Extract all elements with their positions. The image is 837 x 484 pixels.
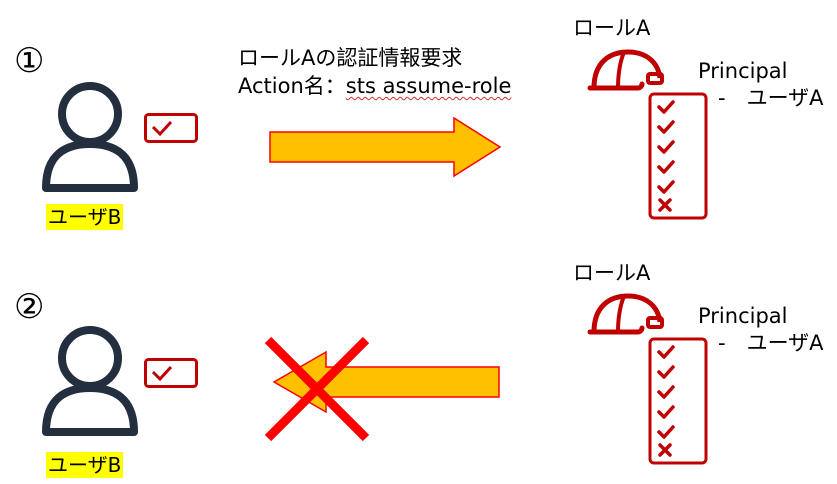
user-icon — [42, 82, 138, 192]
principal-block: Principal - ユーザA — [698, 303, 824, 357]
principal-title: Principal — [698, 304, 788, 328]
user-icon — [42, 326, 138, 436]
checklist-icon — [648, 337, 708, 465]
principal-block: Principal - ユーザA — [698, 58, 824, 112]
hard-hat-icon — [587, 49, 664, 91]
request-text: ロールAの認証情報要求 Action名：sts assume-role — [238, 44, 511, 100]
denied-cross-icon — [264, 336, 370, 442]
request-line-1: ロールAの認証情報要求 — [238, 46, 463, 70]
request-line-2: Action名：sts assume-role — [238, 72, 511, 100]
principal-title: Principal — [698, 59, 788, 83]
principal-entry: - ユーザA — [718, 86, 824, 110]
principal-entry: - ユーザA — [718, 331, 824, 355]
scenario-2-number: ② — [14, 287, 45, 327]
right-arrow — [269, 116, 502, 178]
user-b-label: ユーザB — [46, 452, 124, 478]
action-name: sts assume-role — [345, 74, 512, 98]
action-prefix: Action名： — [238, 74, 346, 98]
scenario-1-number: ① — [14, 41, 45, 81]
role-a-title: ロールA — [573, 261, 651, 285]
hard-hat-icon — [587, 293, 664, 335]
badge-check-icon — [144, 358, 198, 388]
user-b-label: ユーザB — [46, 204, 124, 230]
checklist-icon — [648, 92, 708, 220]
role-a-title: ロールA — [573, 16, 651, 40]
badge-check-icon — [144, 113, 198, 143]
